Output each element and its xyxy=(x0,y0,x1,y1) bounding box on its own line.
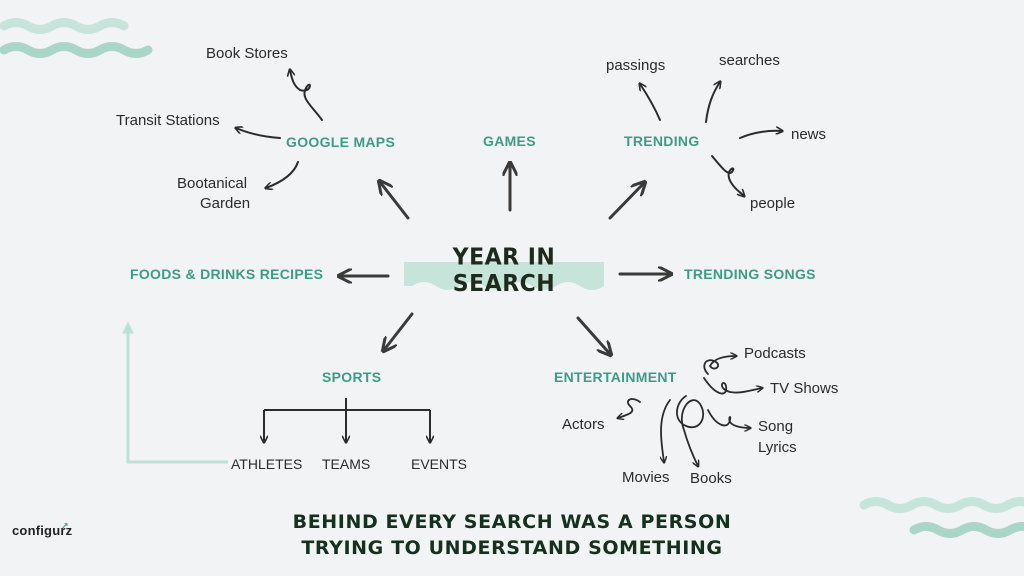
label-movies: Movies xyxy=(622,469,670,486)
arrow-to-people xyxy=(711,155,744,196)
node-sports: SPORTS xyxy=(322,369,382,385)
label-song-line1: Song xyxy=(758,418,794,435)
wave-decoration-top-left xyxy=(0,18,153,58)
tagline-line1: BEHIND EVERY SEARCH WAS A PERSON xyxy=(292,511,732,533)
label-events: EVENTS xyxy=(411,456,468,472)
arrow-to-movies xyxy=(661,399,671,462)
arrow-to-sports xyxy=(384,312,414,350)
label-teams: TEAMS xyxy=(322,456,371,472)
center-highlight xyxy=(404,262,604,290)
label-podcasts: Podcasts xyxy=(744,345,806,362)
label-transit-stations: Transit Stations xyxy=(116,112,220,129)
brand-logo-text: configurz xyxy=(12,523,73,538)
label-tv-shows: TV Shows xyxy=(770,380,839,397)
arrow-to-entertainment xyxy=(576,316,610,354)
arrow-to-transit xyxy=(236,128,281,139)
sports-bracket xyxy=(264,398,430,442)
arrow-to-google-maps xyxy=(380,182,410,220)
arrow-to-podcasts xyxy=(703,356,736,375)
node-trending-songs: TRENDING SONGS xyxy=(684,266,816,282)
label-news: news xyxy=(791,126,827,143)
label-passings: passings xyxy=(606,57,666,74)
label-people: people xyxy=(750,195,796,212)
tagline: BEHIND EVERY SEARCH WAS A PERSON TRYING … xyxy=(212,509,812,561)
node-trending: TRENDING xyxy=(624,133,700,149)
feedback-arrow xyxy=(122,321,228,464)
node-google-maps: GOOGLE MAPS xyxy=(286,134,396,150)
label-book-stores: Book Stores xyxy=(206,45,288,62)
center-title: YEAR IN SEARCH xyxy=(452,244,556,298)
tagline-line2: TRYING TO UNDERSTAND SOMETHING xyxy=(301,537,723,559)
label-garden-line2: Garden xyxy=(200,195,251,212)
arrow-to-trending xyxy=(608,183,644,220)
arrow-to-passings xyxy=(640,84,661,121)
label-athletes: ATHLETES xyxy=(231,456,303,472)
arrow-to-song-lyrics xyxy=(707,409,750,428)
arrow-to-books xyxy=(676,395,705,466)
label-actors: Actors xyxy=(562,416,605,433)
node-foods-drinks: FOODS & DRINKS RECIPES xyxy=(130,266,324,282)
wave-decoration-bottom-right xyxy=(859,497,1024,538)
node-games: GAMES xyxy=(483,133,536,149)
label-song-line2: Lyrics xyxy=(758,439,797,456)
arrow-to-actors xyxy=(618,398,641,418)
label-books: Books xyxy=(690,470,732,487)
arrow-to-searches xyxy=(705,82,720,123)
arrow-to-garden xyxy=(266,161,299,188)
brand-arrow-icon: ↗ xyxy=(61,521,69,531)
node-entertainment: ENTERTAINMENT xyxy=(554,369,677,385)
label-garden-line1: Bootanical xyxy=(177,175,248,192)
label-searches: searches xyxy=(719,52,780,69)
arrow-to-news xyxy=(739,131,782,139)
arrow-to-book-stores xyxy=(290,70,323,121)
arrow-to-tv-shows xyxy=(703,377,762,395)
